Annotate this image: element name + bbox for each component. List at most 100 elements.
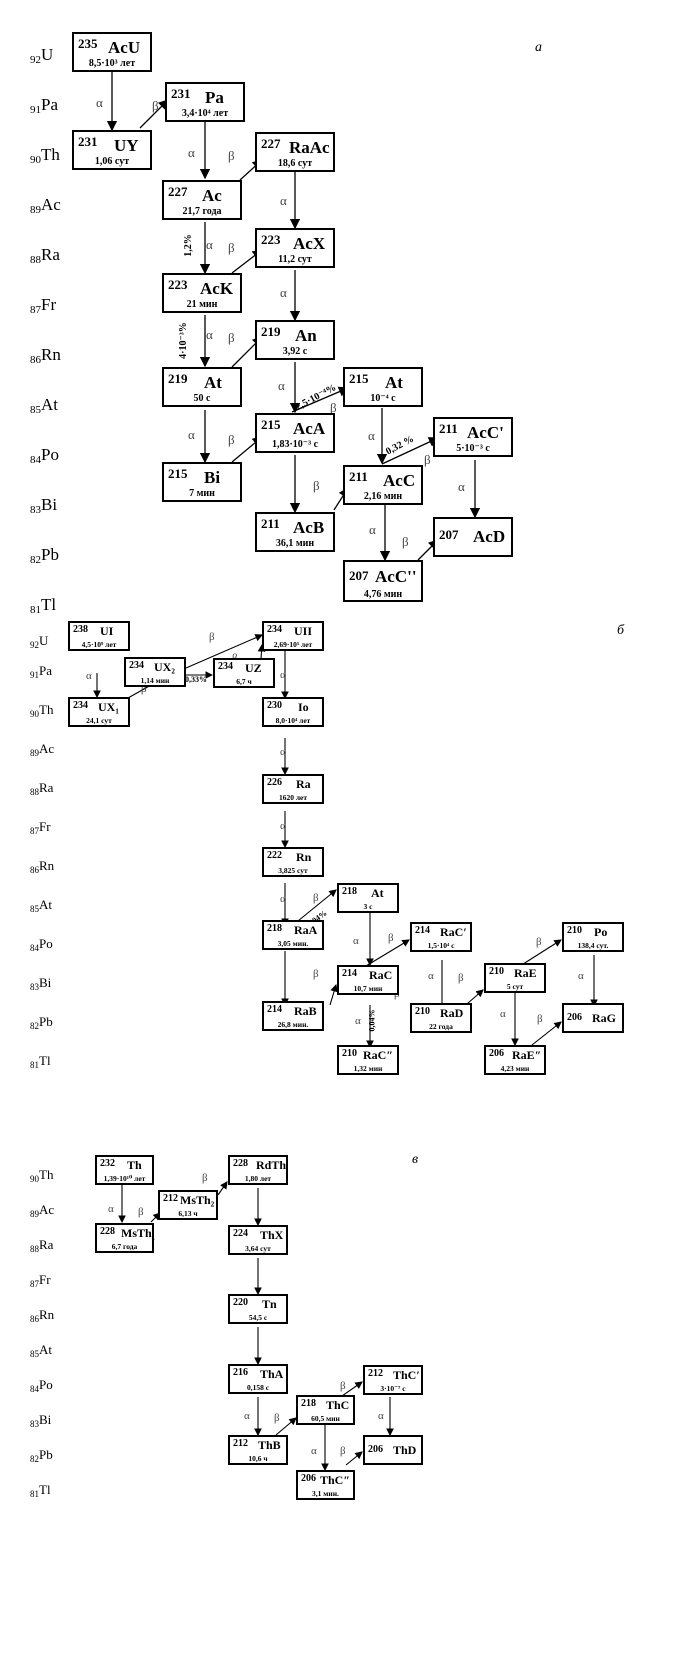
alpha-label: α — [280, 893, 286, 905]
row-label-u: 92U — [30, 633, 49, 650]
row-label-fr: 87Fr — [30, 1272, 51, 1289]
alpha-label: α — [206, 327, 213, 342]
alpha-label: α — [86, 670, 92, 682]
row-label-rn: 86Rn — [30, 1307, 55, 1324]
row-label-at: 85At — [30, 1342, 52, 1359]
row-label-rn: 86Rn — [30, 345, 61, 366]
alpha-label: α — [368, 428, 375, 443]
decay-arrows-a — [106, 72, 481, 562]
alpha-label: α — [188, 145, 195, 160]
alpha-label: α — [378, 1410, 384, 1422]
alpha-label: α — [369, 522, 376, 537]
beta-label: β — [340, 1380, 346, 1392]
row-label-ac: 89Ac — [30, 741, 55, 758]
row-label-tl: 81Tl — [30, 1482, 51, 1499]
panel-letter-c: в — [412, 1152, 419, 1167]
row-label-bi: 83Bi — [30, 975, 52, 992]
alpha-label: α — [280, 193, 287, 208]
alpha-label: α — [428, 970, 434, 982]
beta-label: β — [138, 1206, 144, 1218]
beta-label: β — [340, 1445, 346, 1457]
panel-letter-b: б — [617, 623, 625, 638]
row-label-at: 85At — [30, 395, 58, 416]
beta-label: β — [228, 148, 235, 163]
alpha-label: α — [355, 1015, 361, 1027]
alpha-label: α — [458, 479, 465, 494]
alpha-label: α — [278, 378, 285, 393]
panel-b: б 92U 91Pa 90Th 89Ac 88Ra 87Fr 86Rn 85At… — [0, 621, 700, 1190]
branch-percent: 0,33% — [185, 675, 207, 684]
beta-label: β — [330, 400, 337, 415]
alpha-label: α — [244, 1410, 250, 1422]
row-label-ra: 88Ra — [30, 1237, 54, 1254]
row-label-bi: 83Bi — [30, 1412, 52, 1429]
beta-label: β — [458, 972, 464, 984]
beta-label: β — [209, 631, 215, 643]
row-label-rn: 86Rn — [30, 858, 55, 875]
alpha-label: α — [578, 970, 584, 982]
beta-label: β — [228, 240, 235, 255]
beta-label: β — [536, 936, 542, 948]
branch-percent: 0,04% — [367, 1009, 377, 1032]
alpha-label: α — [280, 820, 286, 832]
decay-arrows-b — [93, 634, 598, 1049]
row-label-th: 90Th — [30, 145, 60, 166]
row-label-pa: 91Pa — [30, 95, 58, 116]
row-label-po: 84Po — [30, 936, 53, 953]
row-label-ra: 88Ra — [30, 780, 54, 797]
row-label-ac: 89Ac — [30, 1202, 55, 1219]
beta-label: β — [388, 932, 394, 944]
row-label-pb: 82Pb — [30, 1447, 53, 1464]
alpha-label: α — [500, 1008, 506, 1020]
alpha-label: α — [96, 95, 103, 110]
alpha-label: α — [353, 935, 359, 947]
row-label-ac: 89Ac — [30, 195, 61, 216]
beta-label: β — [274, 1412, 280, 1424]
row-label-bi: 83Bi — [30, 495, 58, 516]
alpha-label: α — [280, 285, 287, 300]
row-label-tl: 81Tl — [30, 1053, 51, 1070]
row-label-th: 90Th — [30, 702, 54, 719]
decay-arrows-c — [118, 1181, 394, 1472]
branch-percent: 1,2% — [182, 234, 194, 257]
row-label-fr: 87Fr — [30, 819, 51, 836]
beta-label: β — [537, 1013, 543, 1025]
row-label-pb: 82Pb — [30, 1014, 53, 1031]
panel-c: в 90Th 89Ac 88Ra 87Fr 86Rn 85At 84Po 83B… — [0, 1152, 700, 1660]
alpha-label: α — [108, 1203, 114, 1215]
row-label-po: 84Po — [30, 445, 59, 466]
row-label-ra: 88Ra — [30, 245, 60, 266]
